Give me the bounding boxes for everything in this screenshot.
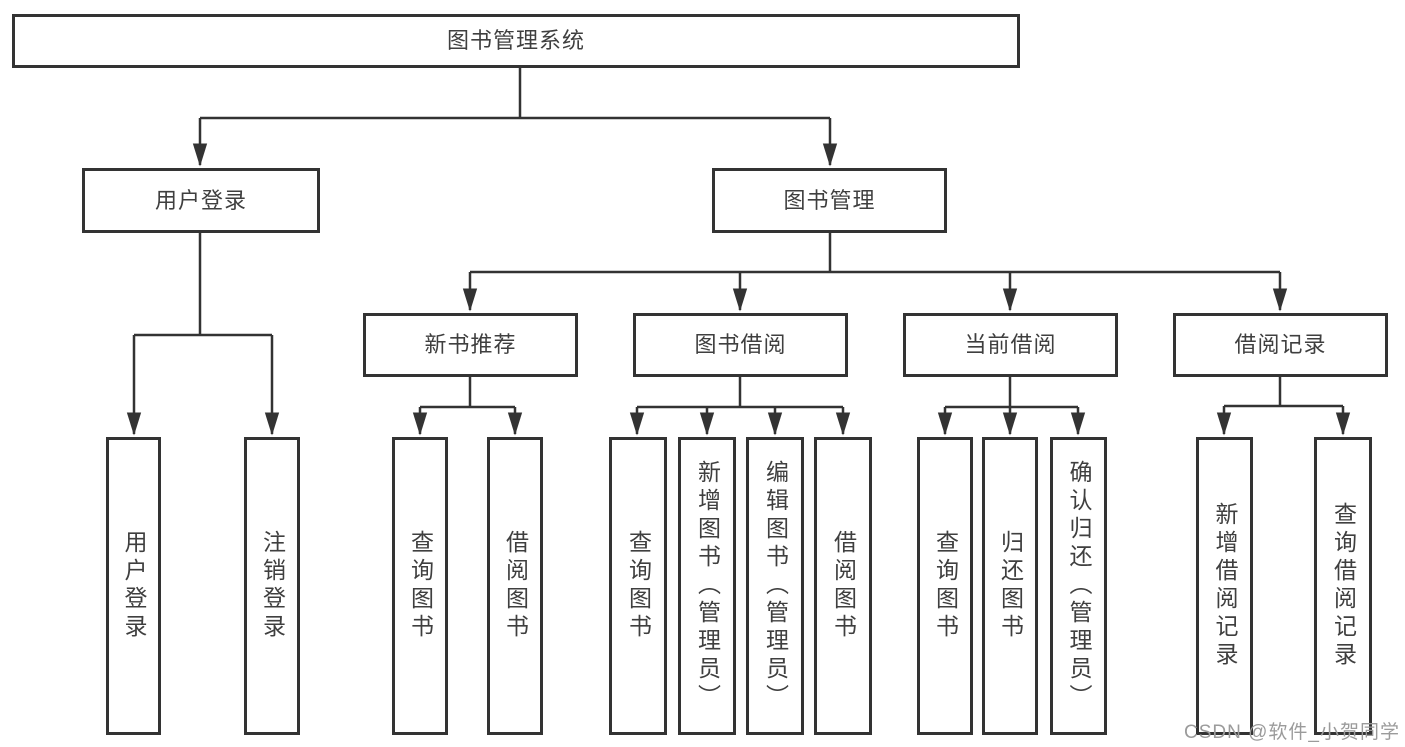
leaf-label: 查询图书	[625, 530, 652, 642]
leaf-label: 新增借阅记录	[1212, 502, 1238, 670]
node-label: 当前借阅	[964, 332, 1057, 357]
node-label: 新书推荐	[424, 332, 517, 357]
leaf-label: 确认归还（管理员）	[1066, 460, 1092, 712]
node-label: 图书管理	[783, 187, 876, 213]
node-label: 图书管理系统	[446, 28, 585, 53]
leaf-current-search-books: 查询图书	[917, 437, 973, 735]
leaf-borrow-borrow-books: 借阅图书	[814, 437, 872, 735]
leaf-label: 编辑图书（管理员）	[762, 460, 789, 712]
node-label: 借阅记录	[1234, 332, 1327, 357]
leaf-borrow-edit-books-admin: 编辑图书（管理员）	[746, 437, 804, 735]
node-label: 图书借阅	[694, 332, 787, 357]
node-root-library-system: 图书管理系统	[12, 14, 1020, 68]
csdn-watermark: CSDN @软件_小贺同学	[1184, 722, 1400, 743]
leaf-label: 新增图书（管理员）	[694, 460, 721, 712]
leaf-recommend-search-books: 查询图书	[392, 437, 448, 735]
node-label: 用户登录	[154, 187, 247, 213]
leaf-records-search-borrow-record: 查询借阅记录	[1314, 437, 1372, 735]
leaf-label: 用户登录	[121, 530, 147, 642]
node-current-borrow: 当前借阅	[903, 313, 1118, 377]
leaf-recommend-borrow-books: 借阅图书	[487, 437, 543, 735]
node-new-book-recommend: 新书推荐	[363, 313, 578, 377]
leaf-current-return-books: 归还图书	[982, 437, 1038, 735]
leaf-records-add-borrow-record: 新增借阅记录	[1196, 437, 1253, 735]
leaf-label: 注销登录	[259, 530, 286, 642]
leaf-label: 查询借阅记录	[1330, 502, 1357, 670]
leaf-label: 查询图书	[407, 530, 434, 642]
leaf-logout: 注销登录	[244, 437, 300, 735]
leaf-user-login: 用户登录	[106, 437, 161, 735]
node-book-management: 图书管理	[712, 168, 947, 233]
node-book-borrow: 图书借阅	[633, 313, 848, 377]
leaf-label: 借阅图书	[502, 530, 529, 642]
node-user-login: 用户登录	[82, 168, 320, 233]
leaf-label: 归还图书	[997, 530, 1024, 642]
node-borrow-records: 借阅记录	[1173, 313, 1388, 377]
leaf-borrow-search-books: 查询图书	[609, 437, 667, 735]
leaf-label: 查询图书	[932, 530, 959, 642]
leaf-label: 借阅图书	[830, 530, 857, 642]
leaf-current-confirm-return-admin: 确认归还（管理员）	[1050, 437, 1107, 735]
leaf-borrow-add-books-admin: 新增图书（管理员）	[678, 437, 736, 735]
